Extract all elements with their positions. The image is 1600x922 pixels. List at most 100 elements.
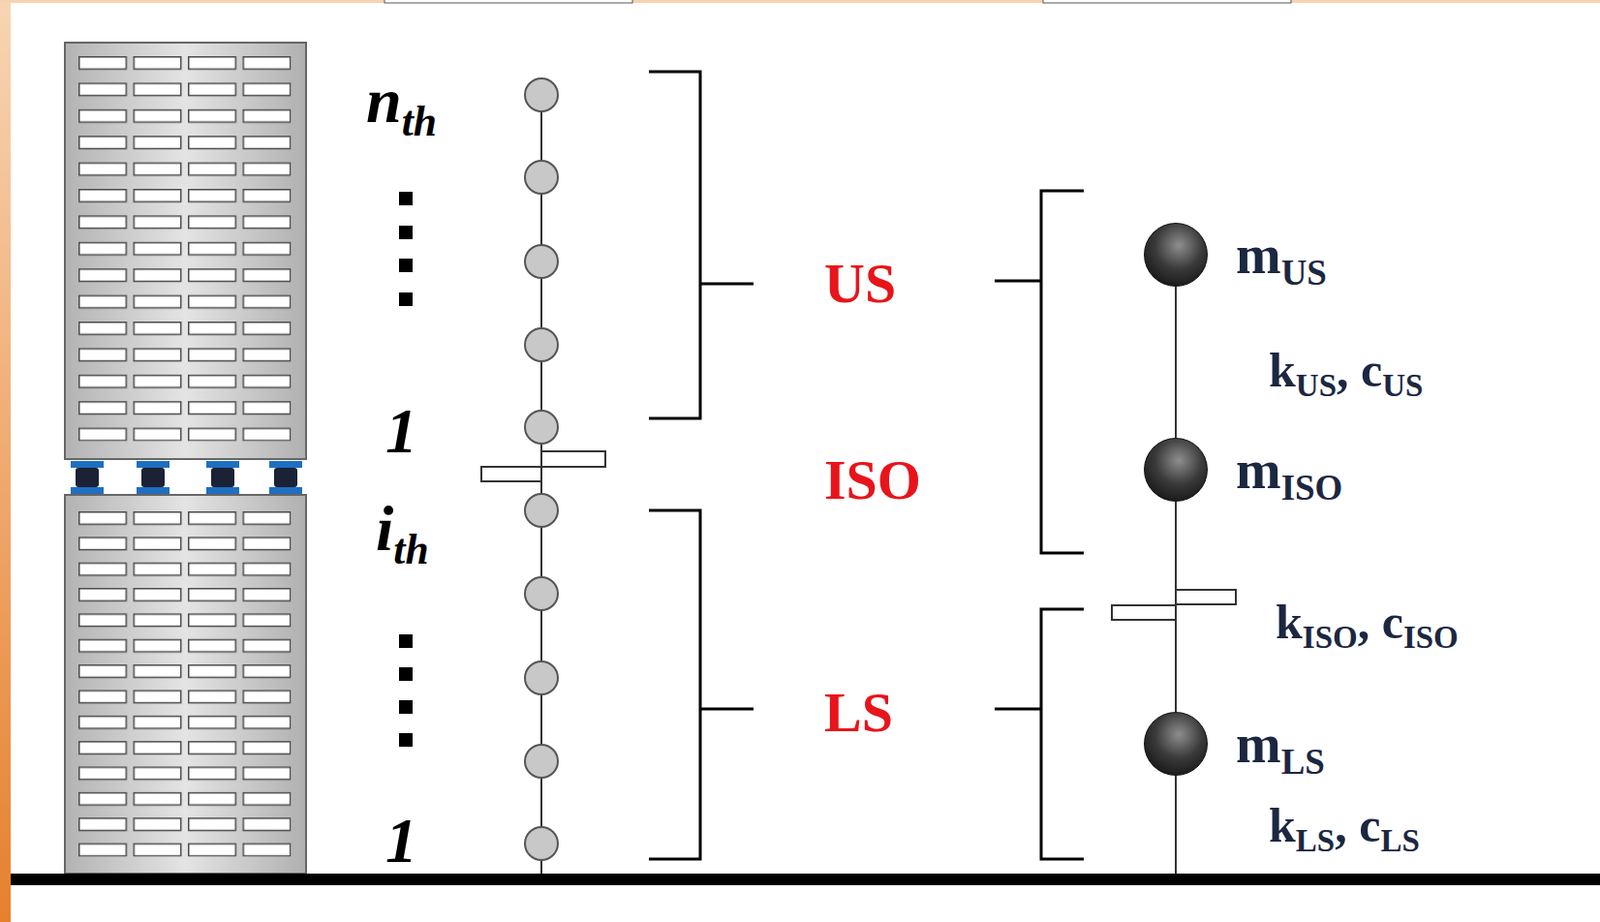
bearing-body bbox=[211, 467, 235, 488]
dot bbox=[399, 191, 413, 206]
mass-subscript: ISO bbox=[1281, 467, 1344, 508]
floor-mass bbox=[524, 160, 558, 194]
subscript: US bbox=[1382, 368, 1423, 403]
floor-number: 1 bbox=[385, 395, 418, 466]
floor-mass bbox=[524, 577, 558, 611]
bearing-plate bbox=[136, 487, 170, 494]
top-band bbox=[0, 0, 1600, 3]
stiffness-damping-label: k bbox=[1268, 342, 1296, 398]
bearing-plate bbox=[70, 461, 104, 468]
bracket bbox=[994, 609, 1084, 860]
bearing-plate bbox=[136, 461, 170, 468]
brackets bbox=[648, 71, 1084, 860]
floor-mass bbox=[524, 493, 558, 527]
floor-mass bbox=[524, 661, 558, 695]
bearing-plate bbox=[269, 487, 303, 494]
isolator-plate bbox=[481, 466, 542, 482]
stiffness-damping-label: , c bbox=[1336, 342, 1383, 398]
ground-spring bbox=[1174, 769, 1177, 874]
ground-line bbox=[10, 873, 1600, 886]
mass-symbol: m bbox=[1235, 224, 1282, 285]
isolator-plate bbox=[1175, 589, 1236, 605]
stiffness-damping-label: , c bbox=[1334, 798, 1381, 853]
mass-subscript: LS bbox=[1281, 741, 1325, 782]
floor-mass bbox=[524, 827, 558, 861]
mass-label: mLS bbox=[1235, 716, 1325, 781]
part-label-group: ISO bbox=[824, 447, 922, 513]
isolation-bearings bbox=[70, 461, 303, 494]
subscript: th bbox=[393, 525, 429, 573]
dot bbox=[399, 225, 413, 240]
stick-model bbox=[481, 78, 606, 874]
floor-number: n bbox=[366, 64, 402, 136]
subscript: US bbox=[1295, 368, 1337, 403]
stiffness-damping-label: k bbox=[1275, 594, 1303, 649]
spring-connector bbox=[1174, 286, 1177, 438]
subscript: LS bbox=[1380, 823, 1419, 859]
dot bbox=[399, 700, 413, 714]
part-label: LS bbox=[824, 680, 893, 744]
upper-windows bbox=[78, 56, 292, 442]
subscript: th bbox=[401, 97, 437, 145]
ellipsis-dots bbox=[399, 191, 413, 747]
bracket bbox=[648, 510, 754, 860]
bearing-plate bbox=[269, 461, 303, 468]
floor-mass bbox=[524, 410, 558, 444]
floor-number: i bbox=[375, 492, 394, 564]
floor-mass bbox=[524, 78, 558, 112]
isolator-plate bbox=[541, 451, 606, 467]
stiffness-damping-label-group: kUS, cUS bbox=[1268, 341, 1423, 405]
floor-number-group: 1 bbox=[385, 394, 418, 468]
bearing-plate bbox=[206, 461, 240, 468]
floor-number-group: ith bbox=[375, 492, 430, 574]
floor-number: 1 bbox=[385, 804, 418, 876]
bracket bbox=[648, 71, 754, 419]
bearing-plate bbox=[206, 487, 240, 494]
mass-label: mUS bbox=[1235, 227, 1327, 292]
floor-number-group: nth bbox=[366, 63, 437, 146]
lower-structure bbox=[64, 494, 307, 874]
subscript: ISO bbox=[1302, 619, 1358, 655]
bearing-body bbox=[141, 467, 165, 488]
dot bbox=[399, 667, 413, 681]
part-label: ISO bbox=[824, 448, 922, 512]
stiffness-damping-label: , c bbox=[1357, 594, 1404, 649]
bearing-body bbox=[274, 467, 298, 488]
mass-subscript: US bbox=[1281, 252, 1327, 293]
part-label-group: US bbox=[824, 250, 896, 316]
mass-node: mUS bbox=[1143, 222, 1208, 287]
dot bbox=[399, 258, 413, 273]
part-label-group: LS bbox=[824, 679, 893, 745]
dot bbox=[399, 292, 413, 307]
upper-structure bbox=[64, 42, 307, 460]
bearing-body bbox=[75, 467, 99, 488]
mass-symbol: m bbox=[1235, 439, 1282, 500]
mass-node: mISO bbox=[1143, 437, 1208, 502]
floor-mass bbox=[524, 744, 558, 778]
mass-symbol: m bbox=[1235, 713, 1282, 774]
dot bbox=[399, 733, 413, 747]
mass-node: mLS bbox=[1143, 711, 1208, 776]
part-label: US bbox=[824, 251, 896, 315]
stiffness-damping-label: k bbox=[1268, 798, 1296, 853]
bracket bbox=[994, 190, 1084, 554]
floor-mass bbox=[524, 245, 558, 278]
stiffness-damping-label-group: kISO, cISO bbox=[1275, 593, 1459, 657]
lower-windows bbox=[78, 511, 292, 858]
side-strip bbox=[0, 0, 11, 922]
dot bbox=[399, 634, 413, 648]
floor-mass bbox=[524, 328, 558, 362]
isolator-plate bbox=[1111, 605, 1176, 620]
subscript: LS bbox=[1295, 823, 1335, 859]
mass-label: mISO bbox=[1235, 442, 1343, 507]
top-frame bbox=[384, 0, 633, 3]
top-frame bbox=[1043, 0, 1292, 3]
bearing-plate bbox=[70, 487, 104, 494]
floor-number-group: 1 bbox=[385, 803, 418, 878]
stiffness-damping-label-group: kLS, cLS bbox=[1268, 797, 1420, 861]
subscript: ISO bbox=[1403, 619, 1459, 655]
